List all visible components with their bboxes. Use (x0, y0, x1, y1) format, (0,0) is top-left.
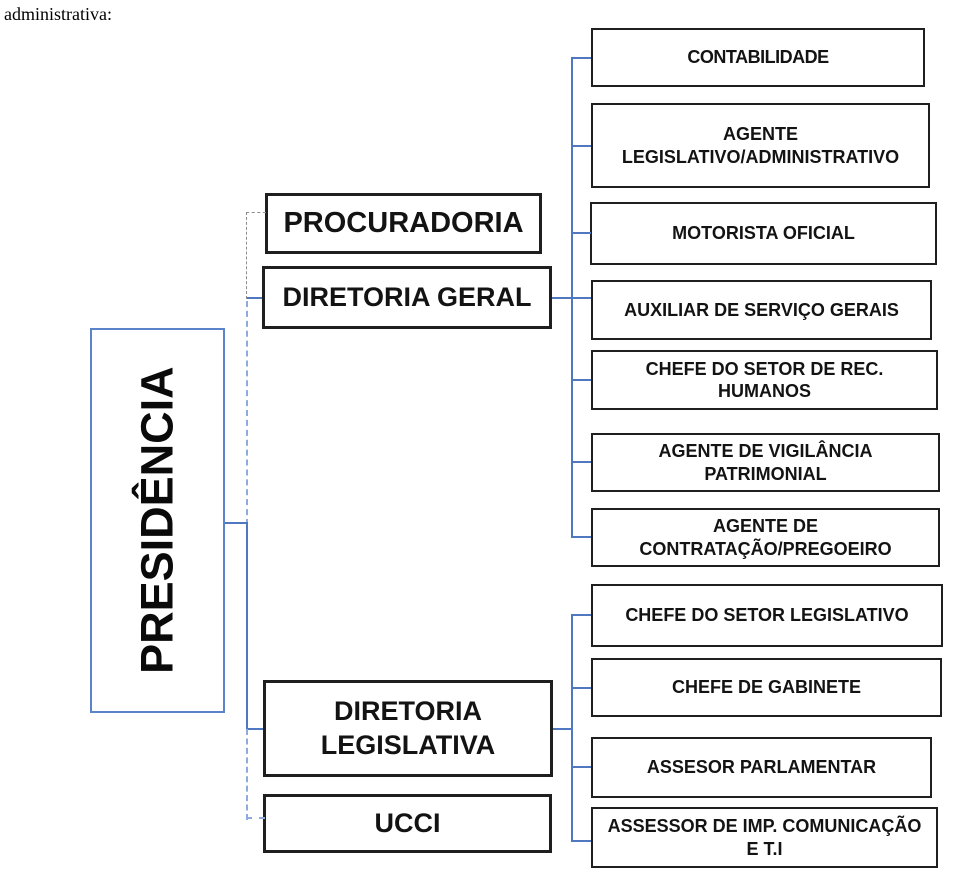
org-node-label: AGENTE LEGISLATIVO/ADMINISTRATIVO (621, 124, 900, 167)
connector-stub-assesor-parlamentar (571, 766, 591, 768)
org-node-chefe-setor-rec-humanos: CHEFE DO SETOR DE REC. HUMANOS (591, 350, 938, 410)
connector-stub-chefe-gabinete (571, 687, 591, 689)
org-node-label: PROCURADORIA (283, 207, 524, 240)
connector-procuradoria-vertical-dashed (246, 212, 247, 299)
org-node-label: MOTORISTA OFICIAL (672, 223, 855, 244)
connector-presidencia-out (225, 522, 247, 524)
org-node-contabilidade: CONTABILIDADE (591, 28, 925, 87)
connector-diretoria-geral-in (247, 297, 262, 299)
connector-stub-motorista (571, 232, 591, 234)
org-node-agente-contratacao-pregoeiro: AGENTE DE CONTRATAÇÃO/PREGOEIRO (591, 508, 940, 567)
org-node-label: CHEFE DO SETOR DE REC. HUMANOS (645, 358, 884, 402)
org-node-assessor-imp-comunicacao-ti: ASSESSOR DE IMP. COMUNICAÇÃO E T.I (591, 807, 938, 868)
org-node-motorista-oficial: MOTORISTA OFICIAL (590, 202, 937, 265)
org-node-presidencia: PRESIDÊNCIA (90, 328, 225, 713)
org-node-label: UCCI (374, 807, 441, 838)
org-node-label: PRESIDÊNCIA (131, 366, 183, 675)
org-node-assesor-parlamentar: ASSESOR PARLAMENTAR (591, 737, 932, 798)
org-node-label: CHEFE DE GABINETE (671, 677, 862, 698)
org-node-label: AGENTE DE VIGILÂNCIA PATRIMONIAL (658, 441, 873, 484)
org-node-ucci: UCCI (263, 794, 552, 853)
connector-trunk-upper-dashed (246, 301, 248, 525)
connector-stub-agente-vigilancia (571, 461, 591, 463)
connector-bracket-legislativa-vertical (571, 614, 573, 841)
connector-stub-agente-contratacao (571, 536, 591, 538)
connector-stub-assessor-imp (571, 840, 591, 842)
org-node-label: ASSESSOR DE IMP. COMUNICAÇÃO E T.I (607, 816, 922, 859)
org-node-label: CONTABILIDADE (687, 47, 829, 68)
connector-ucci-horizontal-dashed (246, 817, 265, 819)
org-node-chefe-gabinete: CHEFE DE GABINETE (591, 658, 942, 717)
connector-stub-contabilidade (571, 57, 591, 59)
connector-ucci-vertical-dashed (246, 729, 248, 820)
connector-trunk-lower-solid (246, 522, 248, 729)
connector-stub-chefe-setor-legislativo (571, 614, 591, 616)
connector-stub-agente-legislativo (571, 145, 591, 147)
org-node-label: AUXILIAR DE SERVIÇO GERAIS (624, 299, 899, 320)
org-node-label: ASSESOR PARLAMENTAR (646, 757, 877, 778)
org-node-agente-vigilancia-patrimonial: AGENTE DE VIGILÂNCIA PATRIMONIAL (591, 433, 940, 492)
connector-procuradoria-horizontal-dashed (246, 212, 266, 213)
org-node-chefe-setor-legislativo: CHEFE DO SETOR LEGISLATIVO (591, 584, 943, 647)
org-node-label: DIRETORIA GERAL (282, 281, 532, 312)
intro-text: administrativa: (4, 4, 112, 24)
org-node-procuradoria: PROCURADORIA (265, 193, 542, 254)
org-node-label: DIRETORIA LEGISLATIVA (320, 695, 496, 760)
connector-bracket-geral-vertical (571, 57, 573, 538)
org-node-agente-legislativo-administrativo: AGENTE LEGISLATIVO/ADMINISTRATIVO (591, 103, 930, 188)
org-node-label: AGENTE DE CONTRATAÇÃO/PREGOEIRO (639, 516, 892, 559)
connector-legislativa-to-bracket (553, 728, 572, 730)
org-node-diretoria-geral: DIRETORIA GERAL (262, 266, 552, 329)
connector-stub-chefe-rec-humanos (571, 379, 591, 381)
org-node-auxiliar-servico-gerais: AUXILIAR DE SERVIÇO GERAIS (591, 280, 932, 340)
connector-diretoria-legislativa-in (247, 728, 263, 730)
org-node-label: CHEFE DO SETOR LEGISLATIVO (625, 605, 909, 626)
org-node-diretoria-legislativa: DIRETORIA LEGISLATIVA (263, 680, 553, 777)
